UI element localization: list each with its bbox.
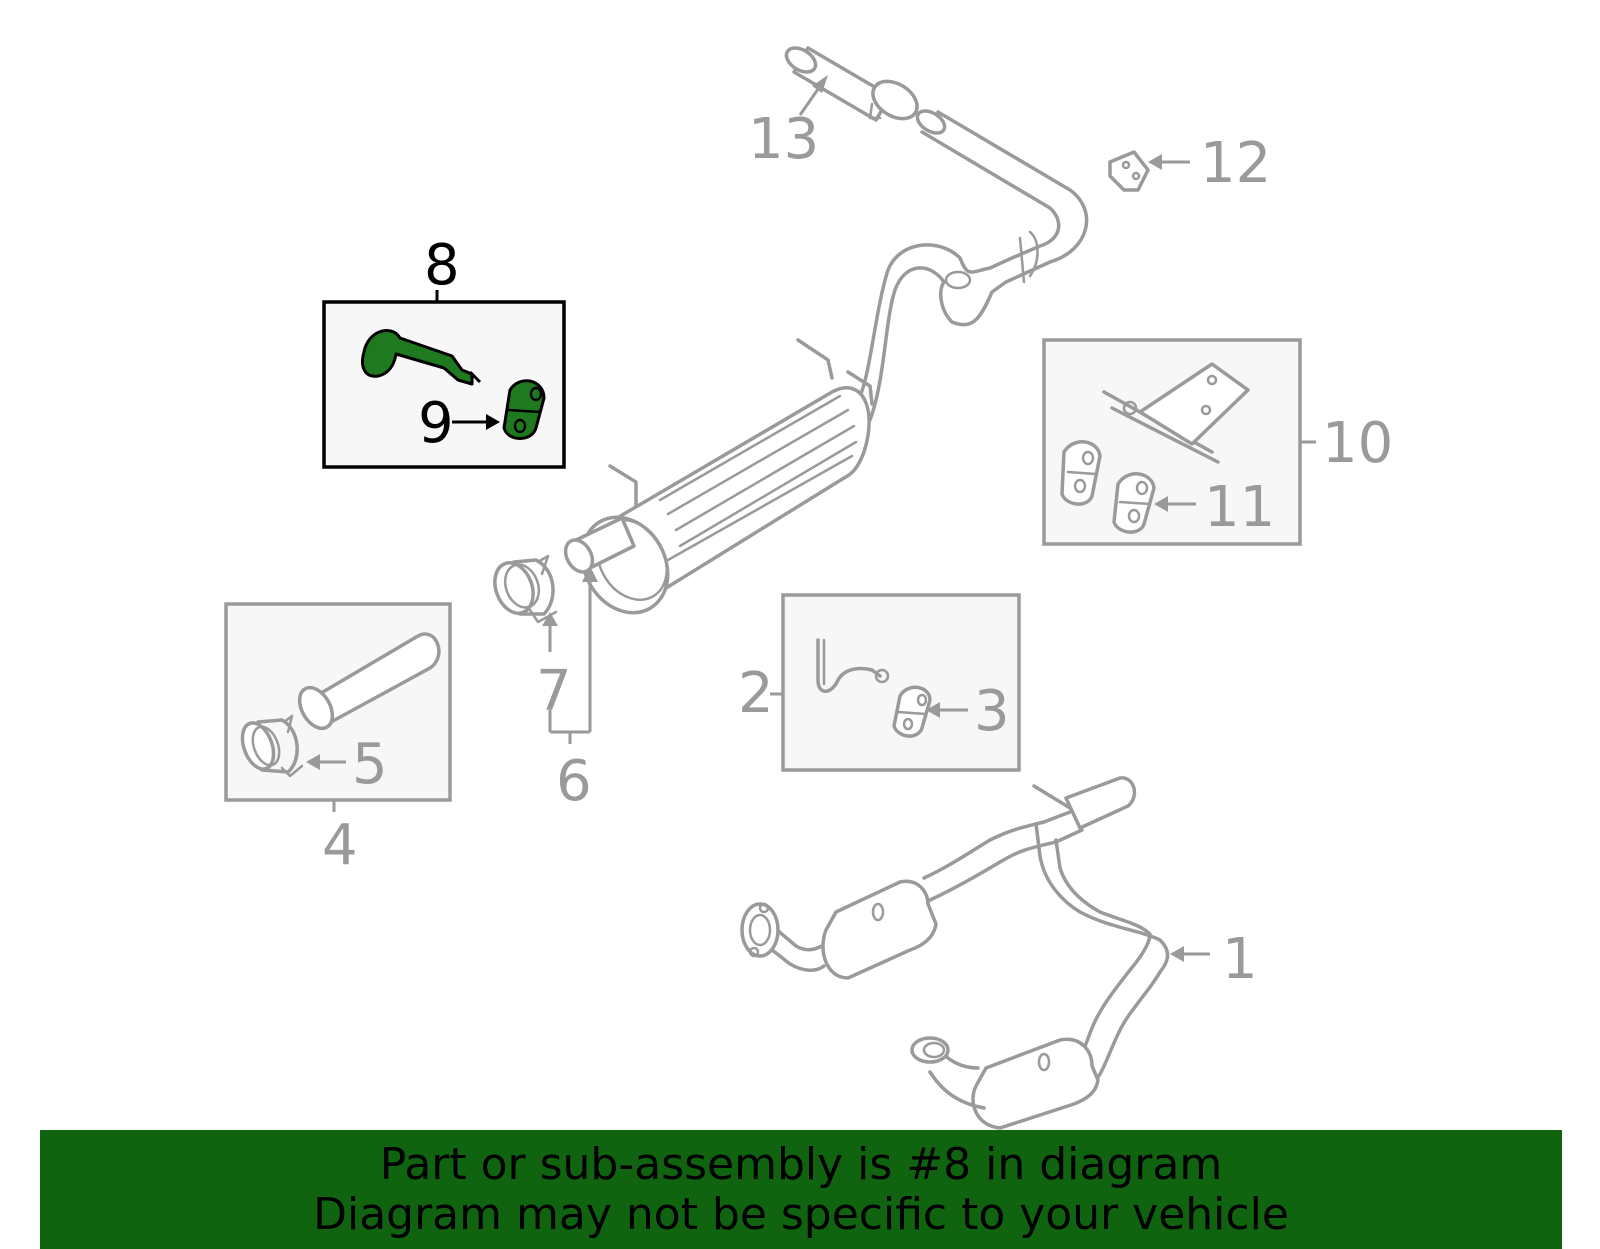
banner-line-1: Part or sub-assembly is #8 in diagram xyxy=(379,1138,1223,1190)
part-11-isolator-b[interactable] xyxy=(1112,472,1156,534)
callout-1: 1 xyxy=(1170,927,1258,992)
callout-2: 2 xyxy=(738,661,783,726)
part-1-catalytic-y-pipe[interactable] xyxy=(740,776,1170,1130)
part-5-clamp[interactable] xyxy=(237,714,304,778)
part-7-clamp[interactable] xyxy=(488,554,558,624)
svg-text:8: 8 xyxy=(424,233,460,298)
box-2-hanger-kit[interactable] xyxy=(781,593,1021,772)
callout-9: 9 xyxy=(418,391,500,456)
part-9-isolator[interactable] xyxy=(502,379,546,440)
svg-text:6: 6 xyxy=(556,749,592,814)
banner-line-2: Diagram may not be specific to your vehi… xyxy=(313,1188,1289,1240)
part-11-isolator-a[interactable] xyxy=(1060,440,1102,506)
callout-11: 11 xyxy=(1154,475,1275,540)
svg-text:13: 13 xyxy=(748,107,819,172)
svg-text:1: 1 xyxy=(1222,927,1258,992)
svg-text:4: 4 xyxy=(322,813,358,878)
callout-5: 5 xyxy=(306,732,388,797)
callout-4: 4 xyxy=(322,800,358,878)
callout-10: 10 xyxy=(1300,411,1393,476)
box-10-hanger-kit[interactable] xyxy=(1042,338,1302,546)
callout-3: 3 xyxy=(926,679,1010,744)
svg-text:11: 11 xyxy=(1204,475,1275,540)
part-8-hanger-rod[interactable] xyxy=(361,328,482,386)
part-6-muffler-assembly[interactable] xyxy=(560,106,1089,628)
box-8-hanger-assembly[interactable] xyxy=(322,290,566,469)
svg-text:7: 7 xyxy=(536,659,572,724)
callout-12: 12 xyxy=(1148,131,1271,196)
callout-6: 6 xyxy=(548,566,598,814)
svg-text:2: 2 xyxy=(738,661,774,726)
callout-8: 8 xyxy=(424,233,460,298)
svg-text:10: 10 xyxy=(1322,411,1393,476)
svg-text:5: 5 xyxy=(352,732,388,797)
part-13-tailpipe-extension[interactable] xyxy=(782,43,924,126)
callout-7: 7 xyxy=(536,612,572,724)
svg-text:3: 3 xyxy=(974,679,1010,744)
callout-13: 13 xyxy=(748,75,828,172)
svg-text:9: 9 xyxy=(418,391,454,456)
box-4-tailpipe-kit[interactable] xyxy=(224,602,452,802)
part-12-hanger[interactable] xyxy=(1108,150,1150,192)
info-banner: Part or sub-assembly is #8 in diagram Di… xyxy=(40,1130,1562,1249)
svg-text:12: 12 xyxy=(1200,131,1271,196)
part-3-isolator[interactable] xyxy=(892,685,932,738)
